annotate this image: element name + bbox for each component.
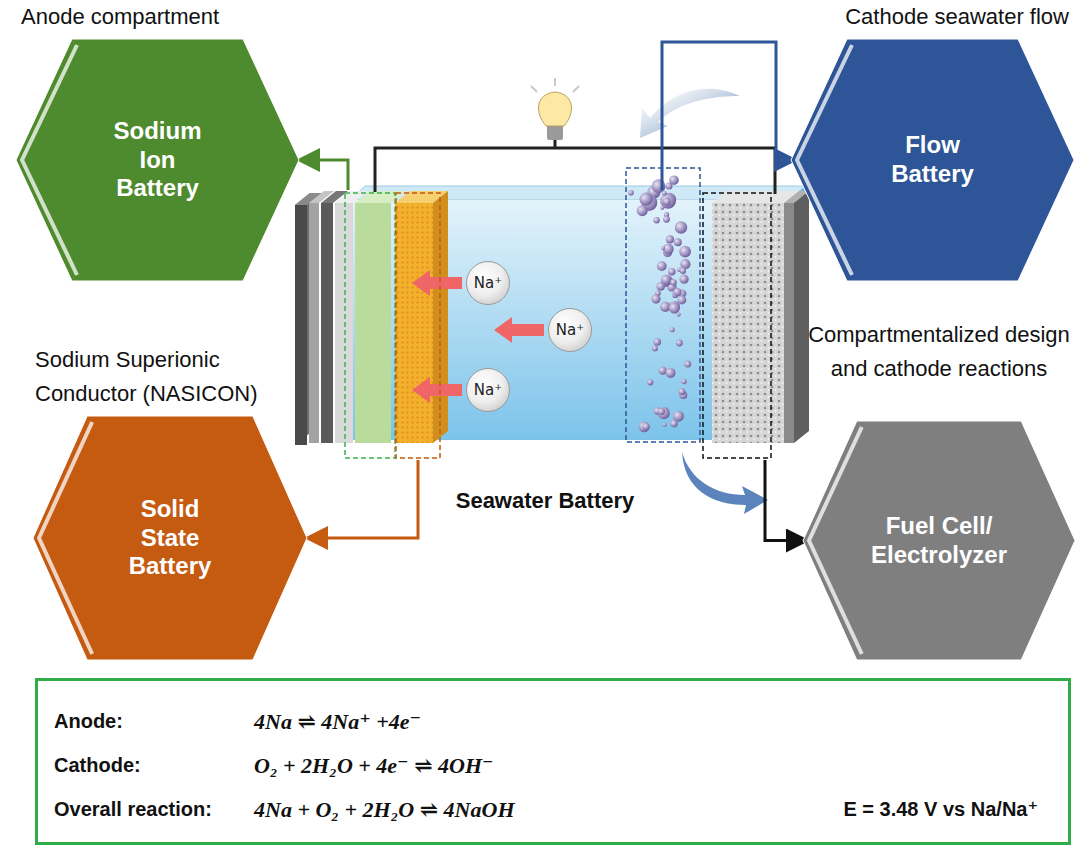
hexagon-text: Solid State Battery [116,495,224,581]
bubble [680,275,689,284]
bubble [674,238,682,246]
bubble [663,423,667,427]
bubble [681,379,686,384]
bubble [637,205,648,216]
bubble [628,190,634,196]
bubble [663,198,671,206]
potential-value: E = 3.48 V vs Na/Na⁺ [843,797,1038,821]
electrolyzer-hexagon: Compartmentalized design and cathode rea… [802,318,1076,661]
sodium-ion: Na⁺ [466,368,510,412]
sodium-ion: Na⁺ [548,308,592,352]
battery-label-area: Seawater Battery [290,488,800,514]
bubble [653,217,659,223]
bubble [658,408,665,415]
bubble [652,346,658,352]
hexagon-text: Fuel Cell/ Electrolyzer [862,512,1017,570]
bubble [642,423,649,430]
battery-title: Seawater Battery [456,488,635,513]
equation: 4Na ⇌ 4Na⁺ +4e⁻ [254,708,843,735]
hexagon-heading: Cathode seawater flow [790,0,1075,34]
hexagon-fill [16,39,299,281]
bubble [679,246,691,258]
hexagon-bevel [809,427,862,654]
equation-label: Overall reaction: [54,798,254,821]
equation-box: Anode:4Na ⇌ 4Na⁺ +4e⁻Cathode:O₂ + 2H₂O +… [35,678,1071,845]
hexagon-label-area: Sodium Ion Battery [15,38,300,282]
connector-arrow [302,160,348,190]
connector-arrow [765,460,804,541]
bubble [673,288,681,296]
bubble [658,366,666,374]
bubble [666,235,674,243]
hexagon-fill [33,416,307,660]
hexagon-bevel [22,45,77,275]
bubble [663,216,670,223]
bubble [658,407,670,419]
bubble [654,338,662,346]
bubble [684,361,691,368]
bubble [647,379,653,385]
bubble [675,221,687,233]
hexagon-bevel [39,422,92,654]
bubble [656,282,665,291]
bubble [669,303,680,314]
bubble [640,193,653,206]
connector-arrow [662,42,792,190]
hexagon-text: Sodium Ion Battery [99,117,217,203]
battery-node: Seawater BatteryNa⁺Na⁺Na⁺ [290,190,800,460]
bubble [677,313,681,317]
bubble [657,261,667,271]
nasicon-hexagon: Sodium Superionic Conductor (NASICON) Sol… [32,343,308,661]
equation: O₂ + 2H₂O + 4e⁻ ⇌ 4OH⁻ [254,752,843,779]
bubble [662,191,667,196]
bubble [668,268,676,276]
hexagon-label-area: Solid State Battery [32,415,308,661]
bubble [660,206,664,210]
sodium-ion: Na⁺ [466,261,510,305]
hexagon-text: Flow Battery [880,131,985,189]
equation-label: Anode: [54,710,254,733]
bubble [680,268,686,274]
equation: 4Na + O₂ + 2H₂O ⇌ 4NaOH [254,796,843,823]
hexagon-fill [791,39,1074,281]
ion-label: Na⁺ [556,321,584,339]
anode-hexagon: Anode compartmentSodium Ion Battery [15,0,300,282]
hexagon-heading: Sodium Superionic Conductor (NASICON) [32,343,308,411]
connector-arrow [310,460,418,538]
hexagon-heading: Compartmentalized design and cathode rea… [802,318,1076,386]
hexagon-label-area: Flow Battery [790,38,1075,282]
equation-label: Cathode: [54,754,254,777]
bubble [679,388,686,395]
bubble [661,246,665,250]
bubble [666,368,676,378]
ion-label: Na⁺ [474,274,502,292]
bubble [676,340,683,347]
bubble [670,327,675,332]
bubble [651,295,660,304]
hexagon-label-area: Fuel Cell/ Electrolyzer [802,420,1076,661]
hexagon-heading: Anode compartment [15,0,300,34]
bubble [670,279,677,286]
bubble [639,422,650,433]
hexagon-bevel [797,45,852,275]
bubble [670,420,678,428]
flow-hexagon: Cathode seawater flowFlow Battery [790,0,1075,282]
hexagon-fill [803,421,1075,660]
bubble [669,175,679,185]
bubble [660,302,670,312]
ion-label: Na⁺ [474,381,502,399]
